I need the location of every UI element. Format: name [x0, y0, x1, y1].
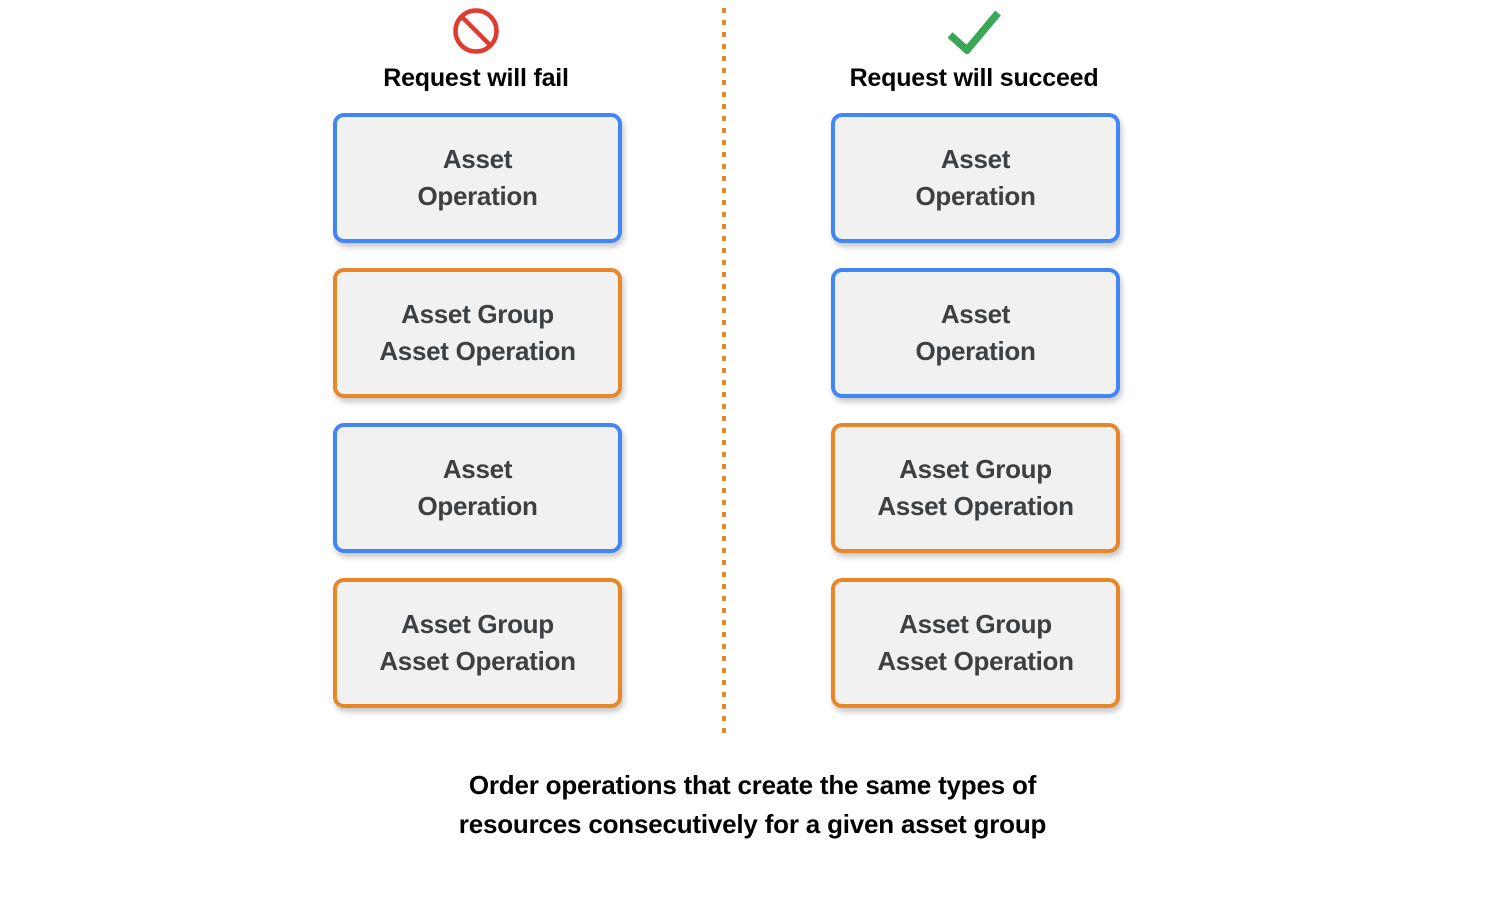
card-asset-group-asset-operation[interactable]: Asset Group Asset Operation	[333, 268, 622, 398]
card-label: Asset Group Asset Operation	[379, 609, 576, 676]
column-header-fail: Request will fail	[326, 0, 626, 92]
card-asset-operation[interactable]: Asset Operation	[333, 113, 622, 243]
card-label: Asset Group Asset Operation	[877, 454, 1074, 521]
column-title-fail: Request will fail	[383, 64, 569, 92]
card-label: Asset Group Asset Operation	[379, 299, 576, 366]
card-label: Asset Operation	[417, 454, 538, 521]
card-stack-fail: Asset Operation Asset Group Asset Operat…	[333, 113, 622, 733]
card-asset-group-asset-operation[interactable]: Asset Group Asset Operation	[333, 578, 622, 708]
card-label: Asset Operation	[417, 144, 538, 211]
card-asset-group-asset-operation[interactable]: Asset Group Asset Operation	[831, 423, 1120, 553]
card-label: Asset Operation	[915, 299, 1036, 366]
column-divider	[722, 8, 726, 735]
card-stack-succeed: Asset Operation Asset Operation Asset Gr…	[831, 113, 1120, 733]
column-header-succeed: Request will succeed	[824, 0, 1124, 92]
card-label: Asset Group Asset Operation	[877, 609, 1074, 676]
card-asset-operation[interactable]: Asset Operation	[831, 268, 1120, 398]
checkmark-icon	[824, 0, 1124, 62]
card-asset-operation[interactable]: Asset Operation	[831, 113, 1120, 243]
prohibition-icon	[326, 0, 626, 62]
card-asset-operation[interactable]: Asset Operation	[333, 423, 622, 553]
card-asset-group-asset-operation[interactable]: Asset Group Asset Operation	[831, 578, 1120, 708]
diagram-caption: Order operations that create the same ty…	[458, 770, 1047, 839]
column-title-succeed: Request will succeed	[849, 64, 1099, 92]
card-label: Asset Operation	[915, 144, 1036, 211]
